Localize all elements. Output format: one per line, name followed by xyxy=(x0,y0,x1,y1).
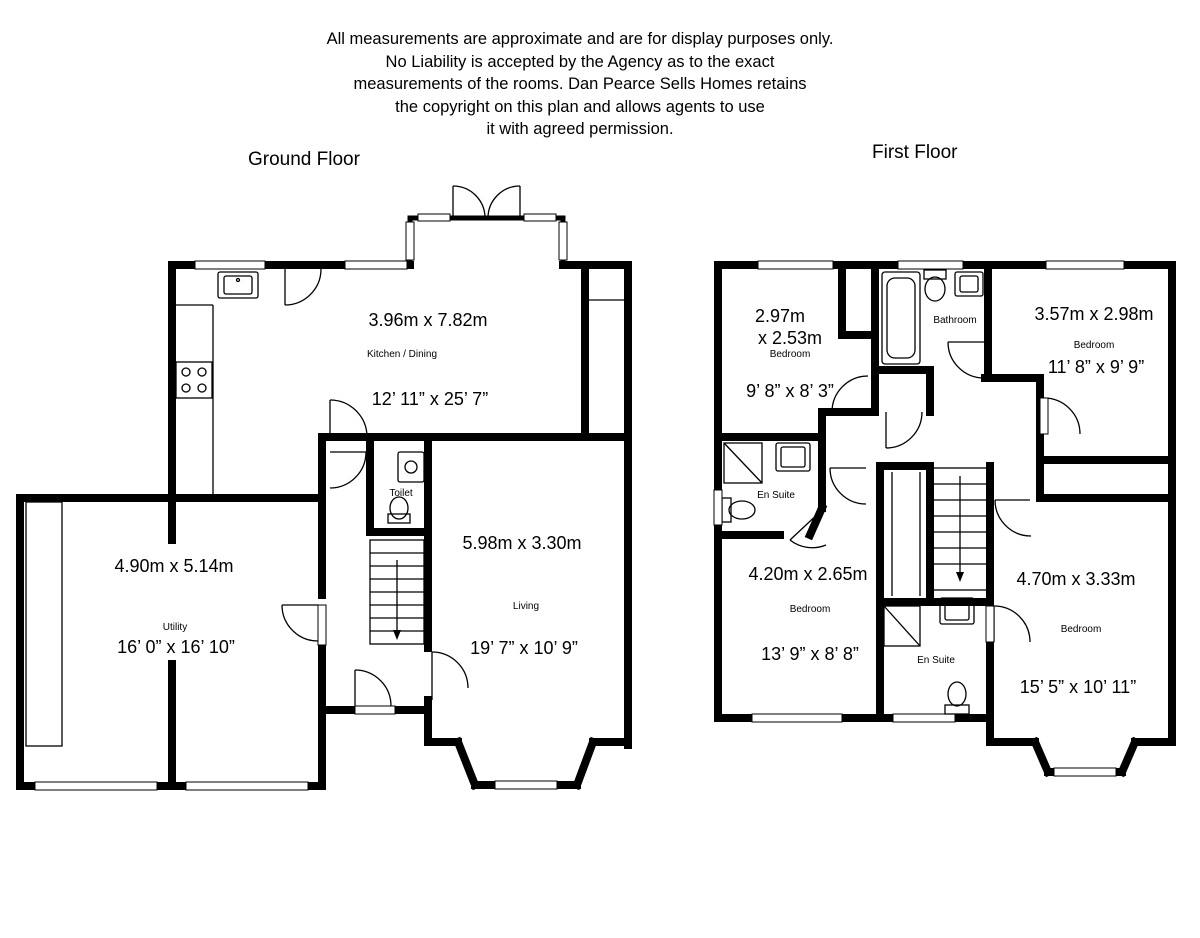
kitchen-imperial: 12’ 11” x 25’ 7” xyxy=(372,389,488,409)
disclaimer-line: No Liability is accepted by the Agency a… xyxy=(385,52,775,71)
first-floor-plan xyxy=(713,260,1176,778)
ground-floor-stairs xyxy=(369,539,425,645)
rear-extension-walls xyxy=(405,213,568,268)
kitchen-sink xyxy=(217,271,259,299)
living-label: Living xyxy=(513,601,539,612)
french-doors xyxy=(452,185,521,219)
bathroom-label: Bathroom xyxy=(933,315,976,326)
kitchen-door xyxy=(284,268,322,306)
disclaimer: All measurements are approximate and are… xyxy=(280,28,880,141)
toilet-fixtures xyxy=(387,451,425,524)
living-imperial: 19’ 7” x 10’ 9” xyxy=(470,638,578,658)
kitchen-walls xyxy=(168,260,632,749)
bedroom-tl-label: Bedroom xyxy=(770,349,811,360)
bedroom-bl-label: Bedroom xyxy=(790,604,831,615)
bedroom-bl-metric: 4.20m x 2.65m xyxy=(748,564,867,584)
bedroom-tr-imperial: 11’ 8” x 9’ 9” xyxy=(1048,357,1144,377)
utility-imperial: 16’ 0” x 16’ 10” xyxy=(117,637,235,657)
utility-metric: 4.90m x 5.14m xyxy=(114,556,233,576)
hall-walls xyxy=(281,399,469,746)
ground-floor-title: Ground Floor xyxy=(248,149,360,170)
utility-label: Utility xyxy=(163,622,187,633)
kitchen-metric: 3.96m x 7.82m xyxy=(368,310,487,330)
disclaimer-line: measurements of the rooms. Dan Pearce Se… xyxy=(353,75,807,93)
disclaimer-line: All measurements are approximate and are… xyxy=(326,30,834,48)
kitchen-label: Kitchen / Dining xyxy=(367,349,437,360)
bedroom-tr-metric: 3.57m x 2.98m xyxy=(1034,304,1153,324)
first-floor-title: First Floor xyxy=(872,142,958,163)
en-suite-mid-fixtures xyxy=(883,597,975,715)
bedroom-br-imperial: 15’ 5” x 10’ 11” xyxy=(1020,677,1136,697)
bathroom-fixtures xyxy=(881,269,985,379)
en-suite-left-fixtures xyxy=(721,442,811,523)
bedroom-tl-metric-2: x 2.53m xyxy=(758,328,822,348)
living-metric: 5.98m x 3.30m xyxy=(462,533,581,553)
bedroom-bl-imperial: 13’ 9” x 8’ 8” xyxy=(761,644,859,664)
toilet-label: Toilet xyxy=(389,488,413,499)
first-floor-interior-walls xyxy=(714,264,1176,722)
disclaimer-line: it with agreed permission. xyxy=(486,120,674,138)
ground-floor-plan xyxy=(16,185,632,791)
first-floor-doors xyxy=(713,375,1131,769)
en-suite-left-label: En Suite xyxy=(757,490,795,501)
living-walls xyxy=(424,736,632,791)
bedroom-tr-label: Bedroom xyxy=(1074,340,1115,351)
en-suite-mid-label: En Suite xyxy=(917,655,955,666)
disclaimer-line: the copyright on this plan and allows ag… xyxy=(395,97,765,116)
kitchen-hob xyxy=(175,361,213,399)
utility-walls xyxy=(16,494,326,791)
first-floor-stairs xyxy=(891,467,989,596)
bedroom-br-metric: 4.70m x 3.33m xyxy=(1016,569,1135,589)
bedroom-tl-imperial: 9’ 8” x 8’ 3” xyxy=(746,381,834,401)
bedroom-tl-metric-1: 2.97m xyxy=(755,306,805,326)
bedroom-br-label: Bedroom xyxy=(1061,624,1102,635)
